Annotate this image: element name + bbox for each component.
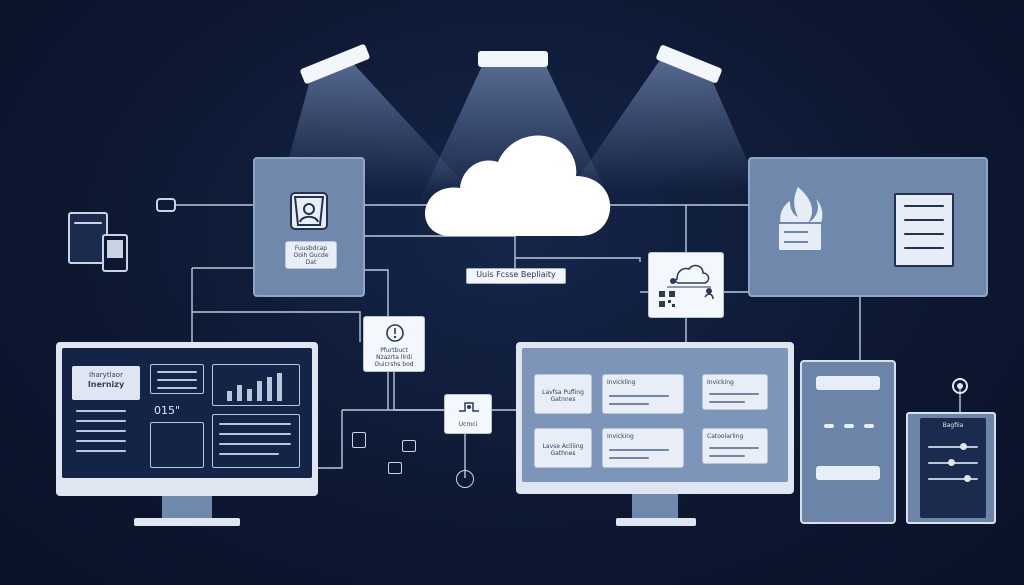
server-panel[interactable] — [748, 157, 988, 297]
left-monitor-list-panel[interactable] — [150, 364, 204, 394]
cloud-icon — [424, 135, 611, 236]
network-hub-node[interactable] — [648, 252, 724, 318]
center-panel-line: Gathnes — [550, 450, 576, 457]
tower-server[interactable] — [800, 360, 896, 524]
small-node[interactable]: Ucmci — [444, 394, 492, 434]
network-hub-icon — [667, 264, 714, 300]
center-panel[interactable]: Lavse Aciliing Gathnes — [534, 428, 592, 468]
alert-caption-line: Pfurtbuct — [380, 347, 408, 354]
phone-icon — [102, 234, 128, 272]
center-panel-line: Gatnnes — [550, 396, 576, 403]
center-monitor: Lavfsa Pufling Gatnnes Lavse Aciliing Ga… — [516, 342, 794, 526]
database-caption-line: Dat — [305, 259, 317, 266]
right-device-header: Bagfiia — [942, 422, 964, 429]
center-panel-heading: Invicking — [607, 433, 634, 440]
fire-icon — [777, 187, 823, 252]
qr-code-icon — [659, 291, 675, 307]
center-panel[interactable]: Lavfsa Pufling Gatnnes — [534, 374, 592, 414]
center-panel[interactable]: Invicking — [702, 374, 768, 410]
left-monitor-chart-panel[interactable] — [212, 364, 300, 406]
center-monitor-stand — [632, 494, 678, 518]
mail-icon — [388, 462, 402, 474]
alert-icon — [386, 324, 404, 342]
status-indicator-icon — [952, 378, 968, 394]
database-caption-line: Fuusbdcap — [294, 245, 328, 252]
center-panel-heading: Invicking — [707, 379, 734, 386]
spotlight-icon — [478, 51, 548, 67]
server-rack-icon — [894, 193, 954, 267]
cloud-label: Uuis Fcsse Bepliaity — [466, 268, 566, 284]
small-node-label: Ucmci — [458, 421, 478, 428]
document-icon — [352, 432, 366, 448]
beam-right — [570, 60, 760, 190]
center-monitor-base — [616, 518, 696, 526]
left-monitor-base — [134, 518, 240, 526]
center-panel-heading: Catoolarling — [707, 433, 744, 440]
left-monitor-chain-panel[interactable] — [150, 422, 204, 468]
left-monitor-title-line: Inernizy — [87, 380, 125, 389]
left-monitor-title-card[interactable]: Iharytlaor Inernizy — [72, 366, 140, 400]
left-monitor-stand — [162, 496, 212, 518]
left-monitor-code: 015" — [154, 404, 181, 417]
center-panel-heading: Invickling — [607, 379, 636, 386]
alert-caption-line: Ouicrshs bod — [374, 361, 414, 368]
center-panel[interactable]: Invickling — [602, 374, 684, 414]
center-panel-line: Lavse Aciliing — [542, 443, 584, 450]
left-monitor-screen: Iharytlaor Inernizy 015" — [62, 348, 312, 478]
network-hub-icon — [459, 402, 479, 412]
right-device-screen: Bagfiia — [920, 418, 986, 518]
left-monitor-title-line: Iharytlaor — [89, 371, 123, 379]
alert-card[interactable]: Pfurtbuct Nzazrta llrdi Ouicrshs bod — [363, 316, 425, 372]
database-panel[interactable]: Fuusbdcap Ooih Gucde Dat — [253, 157, 365, 297]
right-device[interactable]: Bagfiia — [906, 412, 996, 524]
center-panel[interactable]: Catoolarling — [702, 428, 768, 464]
center-monitor-screen: Lavfsa Pufling Gatnnes Lavse Aciliing Ga… — [522, 348, 788, 482]
left-monitor-text-panel[interactable] — [212, 414, 300, 468]
center-panel[interactable]: Invicking — [602, 428, 684, 468]
database-user-icon — [290, 192, 328, 230]
lock-icon — [456, 470, 474, 488]
mail-icon — [402, 440, 416, 452]
database-caption: Fuusbdcap Ooih Gucde Dat — [285, 241, 337, 269]
left-monitor: Iharytlaor Inernizy 015" — [56, 342, 318, 526]
chain-link-icon — [156, 198, 176, 212]
center-panel-line: Lavfsa Pufling — [542, 389, 584, 396]
database-caption-line: Ooih Gucde — [293, 252, 329, 259]
alert-caption-line: Nzazrta llrdi — [375, 354, 413, 361]
